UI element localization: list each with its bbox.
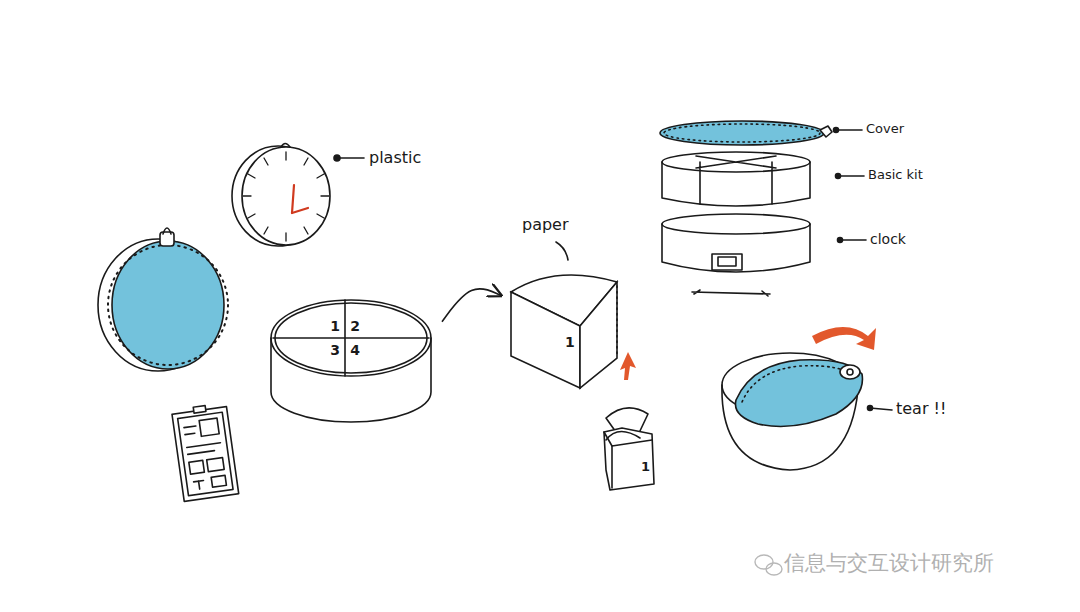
tear-bowl (722, 327, 892, 470)
segment-number: 1 (565, 334, 577, 350)
divided-cylinder: 1234 (265, 292, 440, 427)
plastic-clock (232, 144, 364, 247)
segment-numbers: 1234 (329, 318, 361, 358)
hanging-clock (98, 228, 228, 371)
flow-arrow (442, 289, 501, 322)
callout-number: 1 (641, 460, 650, 474)
segment-number: 4 (349, 342, 361, 358)
segment-number: 2 (349, 318, 361, 334)
part-name: paper (522, 216, 569, 234)
segment-number: 1 (329, 318, 341, 334)
part-name: clock (870, 232, 906, 247)
leader-line (556, 242, 568, 260)
paper-wedge-outline (505, 268, 623, 393)
divided-cylinder-outline (265, 292, 440, 427)
callout-note: tear !! (896, 400, 946, 418)
paper-wedge: 1 (505, 268, 623, 393)
folded-piece (604, 428, 654, 490)
orange-arrow (620, 352, 636, 380)
segment-number: 3 (329, 342, 341, 358)
part-name: Basic kit (868, 168, 923, 182)
instruction-sheet (171, 403, 238, 502)
part-name: Cover (866, 122, 904, 136)
watermark: 信息与交互设计研究所 (784, 552, 994, 575)
part-name: plastic (369, 149, 421, 167)
exploded-view (660, 121, 866, 296)
watermark-icon (755, 555, 782, 575)
